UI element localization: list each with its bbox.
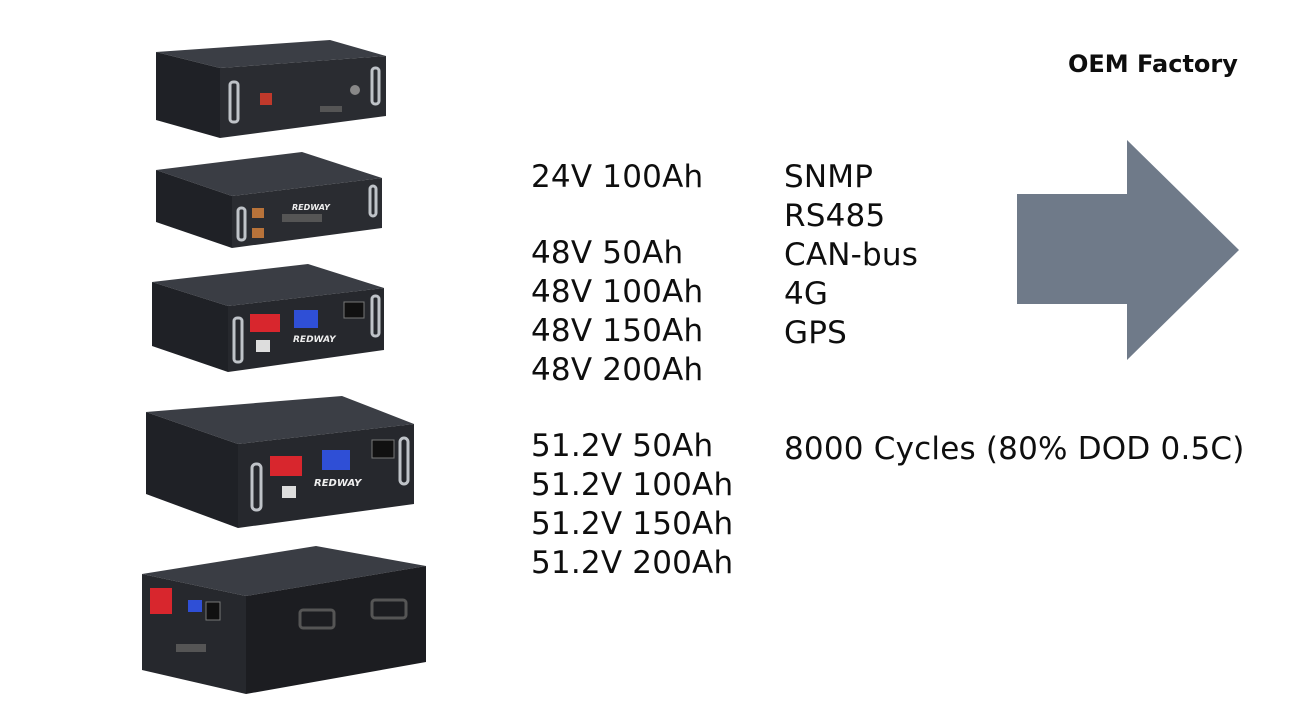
right-arrow-icon [1017, 140, 1239, 360]
battery-rack-unit-1 [156, 40, 386, 138]
cycle-life-text: 8000 Cycles (80% DOD 0.5C) [784, 431, 1245, 467]
spec-48v-150ah: 48V 150Ah [531, 313, 704, 349]
spec-24v-100ah: 24V 100Ah [531, 159, 704, 195]
spec-51v-200ah: 51.2V 200Ah [531, 545, 734, 581]
spec-51v-50ah: 51.2V 50Ah [531, 428, 714, 464]
battery-rack-unit-2: REDWAY [156, 152, 382, 248]
comm-4g: 4G [784, 276, 829, 312]
oem-factory-label: OEM Factory [1068, 50, 1238, 78]
voltage-spec-list: 24V 100Ah 48V 50Ah 48V 100Ah 48V 150Ah 4… [531, 158, 733, 583]
svg-text:REDWAY: REDWAY [314, 478, 363, 489]
battery-rack-unit-4: REDWAY [146, 396, 414, 528]
spec-48v-50ah: 48V 50Ah [531, 235, 684, 271]
comm-canbus: CAN-bus [784, 237, 919, 273]
comm-rs485: RS485 [784, 198, 886, 234]
svg-text:REDWAY: REDWAY [292, 203, 331, 212]
communication-list: SNMP RS485 CAN-bus 4G GPS [784, 158, 918, 353]
battery-cabinet-unit [142, 546, 426, 694]
comm-snmp: SNMP [784, 159, 874, 195]
spec-48v-200ah: 48V 200Ah [531, 352, 704, 388]
spec-51v-150ah: 51.2V 150Ah [531, 506, 734, 542]
svg-text:REDWAY: REDWAY [293, 335, 337, 345]
battery-rack-unit-3: REDWAY [152, 264, 384, 372]
comm-gps: GPS [784, 315, 847, 351]
spec-51v-100ah: 51.2V 100Ah [531, 467, 734, 503]
spec-48v-100ah: 48V 100Ah [531, 274, 704, 310]
